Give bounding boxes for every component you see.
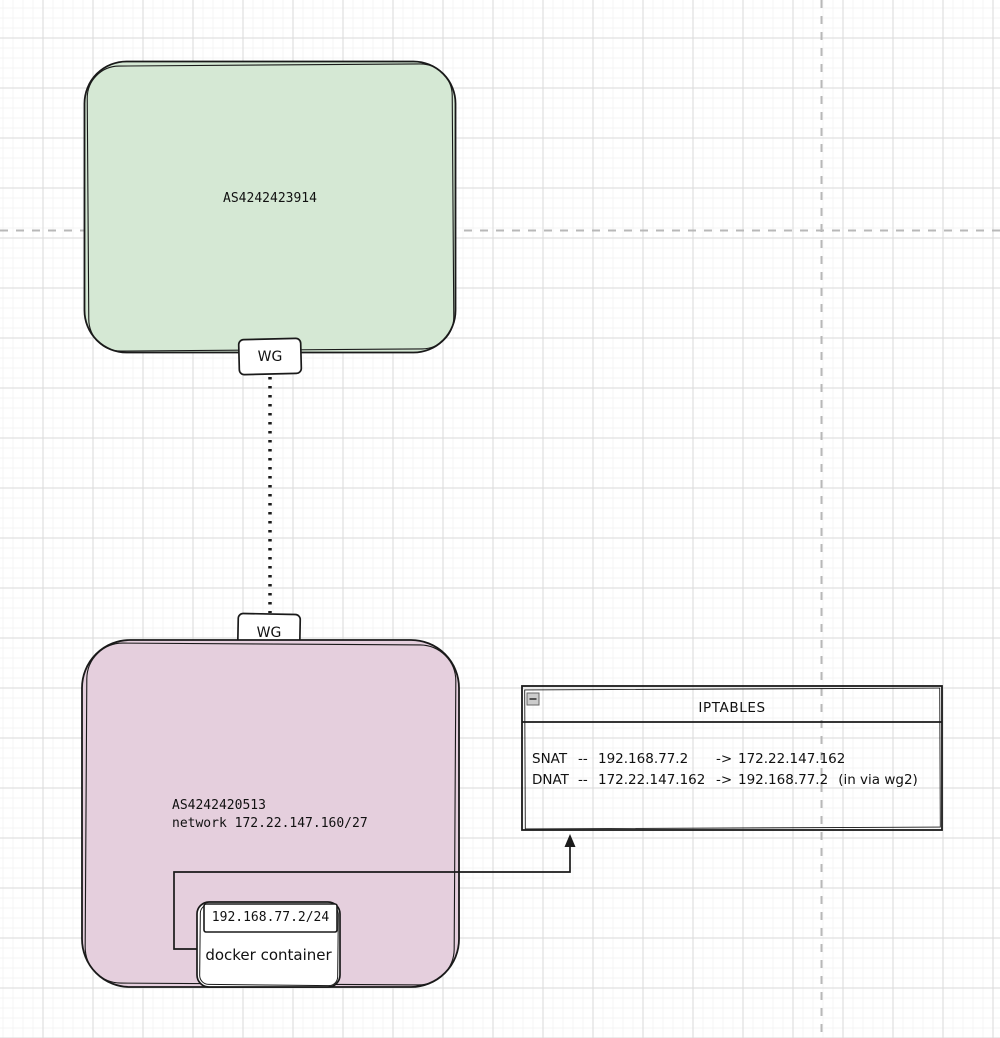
as-pink-label: AS4242420513 network 172.22.147.160/27 — [172, 797, 368, 833]
iptables-window-title: IPTABLES — [698, 700, 766, 716]
rule-separator: -- — [578, 751, 588, 767]
rule-destination: 172.22.147.162 — [738, 751, 846, 767]
rule-arrow: -> — [716, 751, 733, 767]
as-pink-network: network 172.22.147.160/27 — [172, 816, 368, 831]
iptables-rule-dnat: DNAT -- 172.22.147.162 -> 192.168.77.2 (… — [532, 772, 918, 788]
wg-interface-bottom-label: WG — [256, 625, 282, 641]
iptables-window-sketch-stroke — [524, 687, 941, 830]
iptables-rule-snat: SNAT -- 192.168.77.2 -> 172.22.147.162 — [532, 751, 855, 767]
as-node-green[interactable] — [83, 60, 457, 354]
rule-separator: -- — [578, 772, 588, 788]
docker-ip-label-box[interactable] — [203, 903, 338, 933]
as-pink-asn: AS4242420513 — [172, 798, 266, 813]
rule-chain: SNAT — [532, 751, 568, 767]
nat-edge[interactable] — [173, 834, 576, 950]
nat-edge-arrowhead — [564, 834, 576, 847]
nat-edge-line[interactable] — [173, 845, 571, 950]
rule-source: 172.22.147.162 — [598, 772, 706, 788]
as-node-green-shape[interactable] — [83, 60, 457, 354]
iptables-window[interactable] — [521, 685, 943, 831]
wg-interface-top-shape[interactable] — [237, 337, 303, 376]
rule-destination: 192.168.77.2 — [738, 772, 829, 788]
as-green-label: AS4242423914 — [223, 191, 317, 206]
rule-arrow: -> — [716, 772, 733, 788]
docker-container-label: docker container — [205, 946, 332, 964]
rule-note: (in via wg2) — [838, 772, 918, 788]
rule-source: 192.168.77.2 — [598, 751, 689, 767]
docker-container-node[interactable] — [196, 901, 341, 988]
docker-ip-label: 192.168.77.2/24 — [211, 910, 330, 925]
rule-chain: DNAT — [532, 772, 569, 788]
iptables-window-frame[interactable] — [521, 685, 943, 831]
wg-interface-top-label: WG — [257, 349, 283, 365]
